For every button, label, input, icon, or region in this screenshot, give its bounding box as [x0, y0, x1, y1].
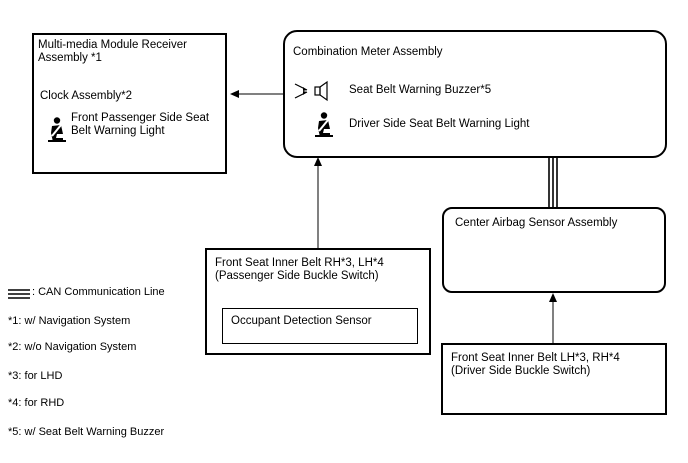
driver-belt-title: Front Seat Inner Belt LH*3, RH*4 (Driver…: [451, 352, 620, 377]
center-airbag-title: Center Airbag Sensor Assembly: [455, 217, 618, 229]
passenger-belt-to-meter-arrowhead: [314, 157, 322, 166]
combination-meter-title: Combination Meter Assembly: [293, 46, 443, 58]
meter-to-module-arrowhead: [230, 90, 239, 98]
front-passenger-light-label: Front Passenger Side Seat Belt Warning L…: [71, 112, 210, 137]
combination-meter-box: Combination Meter Assembly Seat Belt War…: [283, 30, 667, 158]
buzzer-icon: [294, 80, 328, 102]
driver-side-light-label: Driver Side Seat Belt Warning Light: [349, 118, 530, 130]
can-legend-symbol: [8, 289, 30, 299]
multimedia-module-title: Multi-media Module Receiver Assembly *1: [38, 39, 187, 64]
footnote: *3: for LHD: [8, 370, 63, 382]
footnote: *4: for RHD: [8, 397, 65, 409]
clock-assembly-label: Clock Assembly*2: [40, 90, 133, 102]
seat-belt-buzzer-label: Seat Belt Warning Buzzer*5: [349, 84, 492, 96]
passenger-belt-box: Front Seat Inner Belt RH*3, LH*4 (Passen…: [205, 248, 431, 355]
occupant-detection-sensor-label: Occupant Detection Sensor: [231, 315, 372, 327]
footnote: *2: w/o Navigation System: [8, 341, 137, 353]
multimedia-module-box: Multi-media Module Receiver Assembly *1 …: [32, 33, 227, 174]
center-airbag-box: Center Airbag Sensor Assembly: [442, 207, 666, 293]
footnote: *5: w/ Seat Belt Warning Buzzer: [8, 426, 165, 438]
footnote: *1: w/ Navigation System: [8, 315, 131, 327]
driver-belt-to-airbag-arrowhead: [549, 293, 557, 302]
seatbelt-warning-icon: [315, 112, 333, 137]
can-communication-line: [548, 158, 558, 208]
occupant-detection-sensor-box: Occupant Detection Sensor: [222, 308, 418, 344]
can-legend-label: : CAN Communication Line: [32, 286, 165, 298]
driver-belt-box: Front Seat Inner Belt LH*3, RH*4 (Driver…: [441, 343, 667, 415]
seatbelt-warning-icon: [48, 117, 66, 142]
passenger-belt-title: Front Seat Inner Belt RH*3, LH*4 (Passen…: [215, 257, 384, 282]
